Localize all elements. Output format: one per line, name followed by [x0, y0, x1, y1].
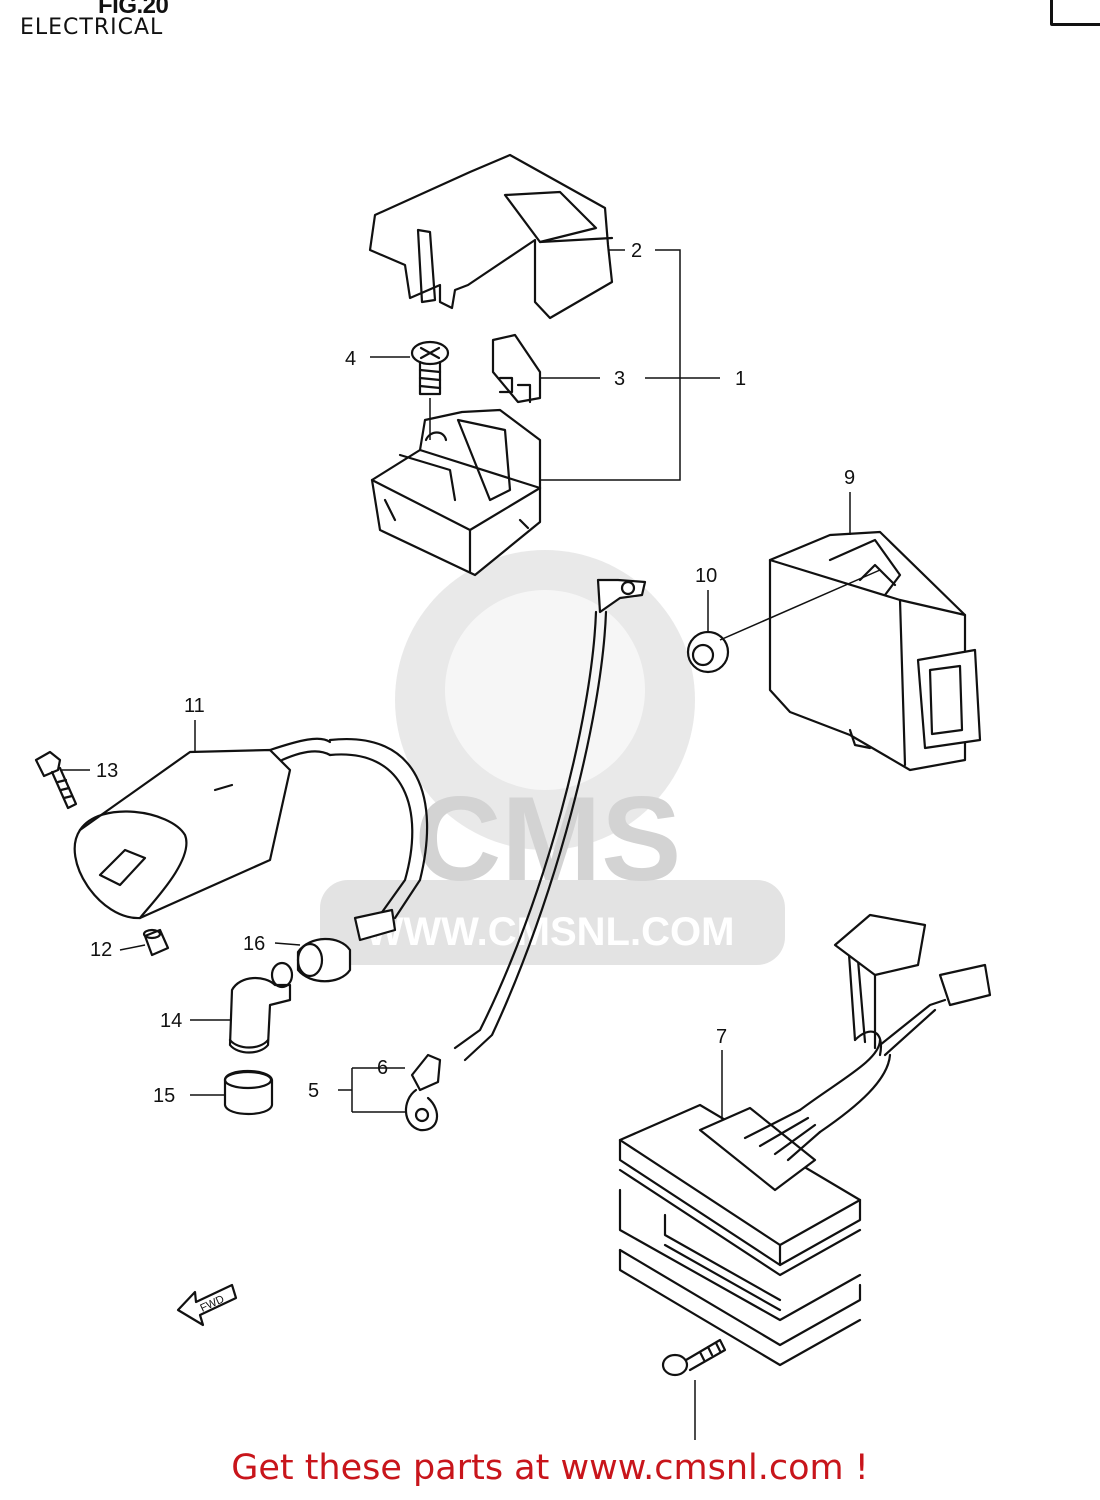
callout-10: 10 — [695, 565, 717, 587]
callout-4: 4 — [345, 348, 356, 370]
callout-6: 6 — [377, 1057, 388, 1079]
callout-11: 11 — [184, 695, 205, 717]
callout-3: 3 — [614, 368, 625, 390]
regulator-bolt-part — [661, 1338, 727, 1377]
starter-relay-part — [370, 408, 542, 577]
watermark-brand: CMS — [415, 772, 682, 906]
callout-13: 13 — [96, 760, 118, 782]
spacer-part — [142, 928, 170, 957]
watermark-url: WWW.CMSNL.COM — [366, 910, 735, 954]
plug-cap-seal-part — [296, 937, 352, 983]
watermark: CMS WWW.CMSNL.COM — [320, 550, 785, 965]
callout-1: 1 — [735, 368, 746, 390]
exploded-parts-diagram: CMS WWW.CMSNL.COM — [34, 153, 992, 1440]
spark-plug-cap-part — [228, 961, 294, 1054]
nut-part — [686, 630, 730, 674]
callout-2: 2 — [631, 240, 642, 262]
footer-link[interactable]: Get these parts at www.cmsnl.com ! — [231, 1448, 869, 1488]
cdi-unit-part — [768, 530, 982, 772]
callout-16: 16 — [243, 933, 265, 955]
fuse-part — [491, 333, 542, 404]
callout-15: 15 — [153, 1085, 175, 1107]
callout-9: 9 — [844, 467, 855, 489]
figure-subtitle: ELECTRICAL — [20, 15, 164, 40]
earth-lead-part — [404, 578, 647, 1132]
callout-5: 5 — [308, 1080, 319, 1102]
ignition-coil-part — [73, 737, 429, 942]
corner-frame — [1050, 0, 1100, 26]
fwd-label: FWD — [198, 1293, 226, 1314]
screw-part — [410, 340, 450, 396]
callout-7: 7 — [716, 1026, 727, 1048]
coil-bolt-part — [34, 750, 78, 810]
leader-lines — [62, 249, 881, 1440]
regulator-rectifier-part — [618, 913, 992, 1367]
callout-12: 12 — [90, 939, 112, 961]
forward-direction-arrow — [176, 1283, 238, 1327]
callout-14: 14 — [160, 1010, 182, 1032]
relay-cover-part — [368, 153, 614, 320]
figure-title: FIG.20 — [98, 0, 169, 19]
cap-cover-part — [223, 1070, 274, 1115]
